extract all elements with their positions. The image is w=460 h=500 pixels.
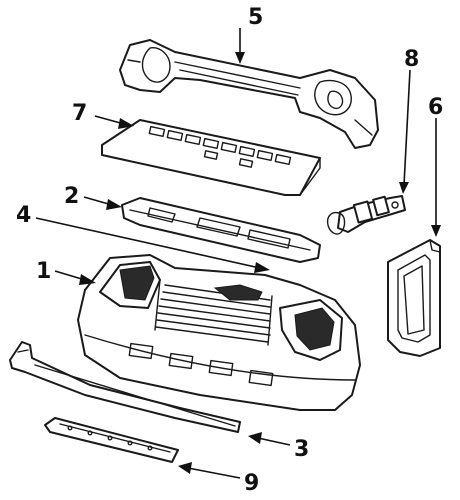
callout-labels: 5 7 2 4 1 8 6 3 9 xyxy=(16,5,443,496)
callout-4: 4 xyxy=(16,203,31,228)
callout-6: 6 xyxy=(428,95,443,120)
part-1-bumper-fascia xyxy=(77,254,361,411)
callout-1: 1 xyxy=(36,259,51,284)
part-7-grille-panel xyxy=(101,119,321,196)
part-8-sensor-assembly xyxy=(326,195,406,235)
callout-3: 3 xyxy=(294,437,309,462)
callout-8: 8 xyxy=(404,47,419,72)
callout-9: 9 xyxy=(244,471,259,496)
callout-5: 5 xyxy=(248,5,263,30)
part-9-plate-bracket xyxy=(44,417,179,463)
part-5-radiator-support xyxy=(119,39,379,149)
part-6-side-lamp xyxy=(387,239,441,357)
leader-lines xyxy=(35,28,441,479)
part-2-grille-bracket xyxy=(121,197,321,263)
callout-2: 2 xyxy=(64,184,79,209)
part-3-trim-strip xyxy=(9,341,241,433)
callout-7: 7 xyxy=(72,101,87,126)
